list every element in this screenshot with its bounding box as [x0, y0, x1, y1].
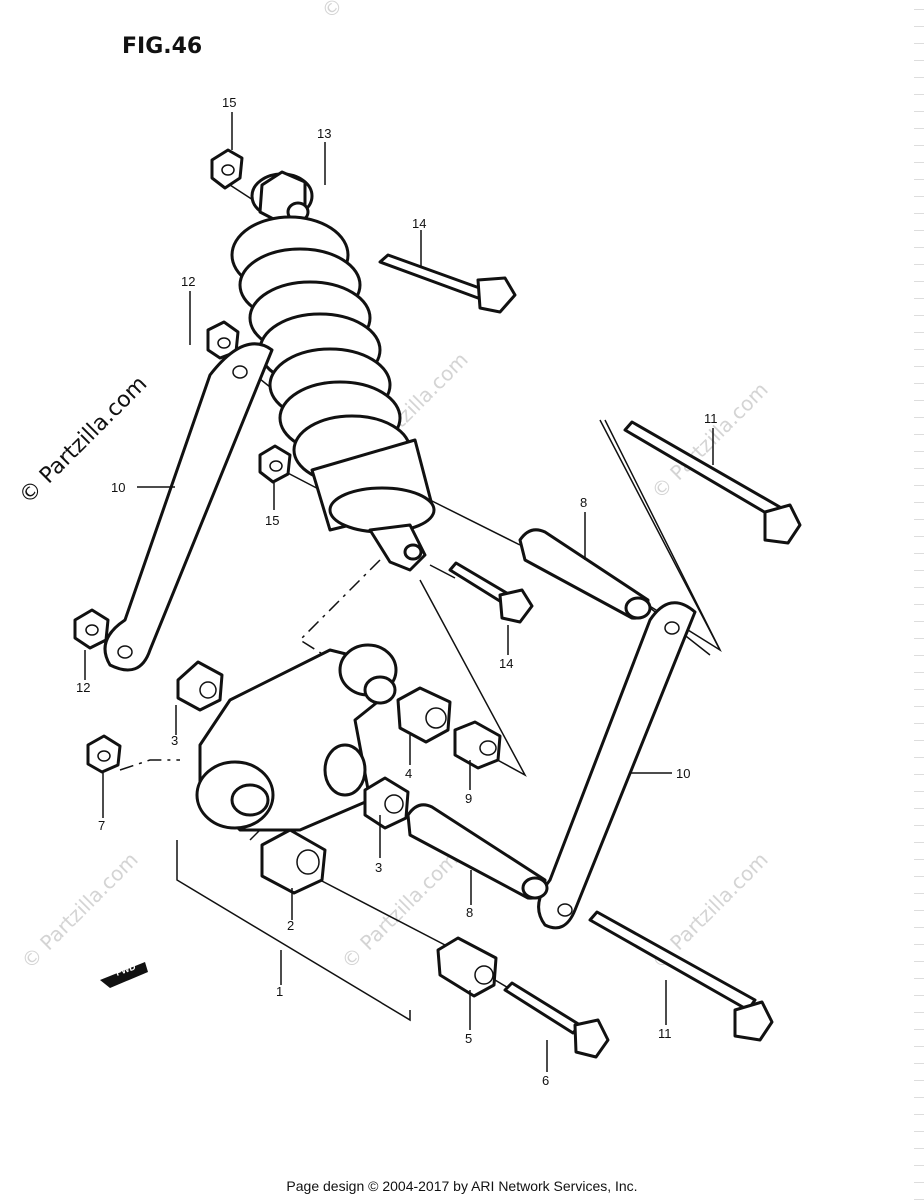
bolt-upper — [378, 253, 517, 314]
callout-11: 11 — [704, 411, 718, 426]
callout-10: 10 — [676, 766, 690, 781]
alignment-line — [599, 419, 721, 651]
forward-arrow-icon: FWD — [100, 961, 148, 988]
callout-6: 6 — [542, 1073, 549, 1088]
tie-rod-left — [103, 342, 274, 672]
figure-title: FIG.46 — [122, 34, 203, 59]
watermark-text: © Partzilla.com — [317, 0, 443, 24]
callout-7: 7 — [98, 818, 105, 833]
spacer-upper — [518, 528, 652, 620]
bolt-lower — [448, 561, 534, 624]
alignment-line — [429, 564, 456, 579]
alignment-line — [298, 559, 381, 666]
spacer-5 — [436, 936, 498, 998]
bearing-2 — [260, 828, 327, 895]
callout-14: 14 — [412, 216, 426, 231]
callout-1: 1 — [276, 984, 283, 999]
scan-edge-noise — [914, 0, 924, 1200]
callout-13: 13 — [317, 126, 331, 141]
callout-3: 3 — [375, 860, 382, 875]
tie-rod-right — [537, 601, 697, 930]
callout-2: 2 — [287, 918, 294, 933]
callout-14: 14 — [499, 656, 513, 671]
callout-11: 11 — [658, 1026, 672, 1041]
rear-shock-absorber — [230, 215, 436, 572]
nut-lower — [258, 444, 292, 484]
callout-15: 15 — [265, 513, 279, 528]
nut-upper — [210, 148, 244, 190]
bearing-3-upper — [176, 660, 224, 712]
callout-4: 4 — [405, 766, 412, 781]
nut-12-lower — [73, 608, 110, 650]
cushion-lever — [195, 643, 398, 832]
alignment-line — [119, 759, 180, 771]
callout-8: 8 — [466, 905, 473, 920]
watermark-text-dark: © Partzilla.com — [15, 372, 153, 510]
long-bolt-lower — [588, 910, 774, 1042]
alignment-line — [429, 499, 521, 546]
callout-12: 12 — [76, 680, 90, 695]
callout-10: 10 — [111, 480, 125, 495]
callout-12: 12 — [181, 274, 195, 289]
callout-9: 9 — [465, 791, 472, 806]
spacer-lower — [406, 803, 549, 900]
watermark-text: © Partzilla.com — [17, 847, 143, 973]
bolt-6 — [503, 981, 610, 1059]
callout-5: 5 — [465, 1031, 472, 1046]
callout-8: 8 — [580, 495, 587, 510]
bearing-4 — [396, 686, 452, 744]
nut-7 — [86, 734, 122, 774]
alignment-line — [176, 840, 411, 1022]
alignment-line — [319, 879, 446, 946]
bearing-3-lower — [363, 776, 410, 830]
callout-3: 3 — [171, 733, 178, 748]
leader-lines — [84, 112, 714, 1072]
long-bolt-upper — [623, 420, 802, 545]
copyright-footer: Page design © 2004-2017 by ARI Network S… — [286, 1178, 638, 1194]
spacer-9 — [453, 720, 502, 770]
callout-15: 15 — [222, 95, 236, 110]
